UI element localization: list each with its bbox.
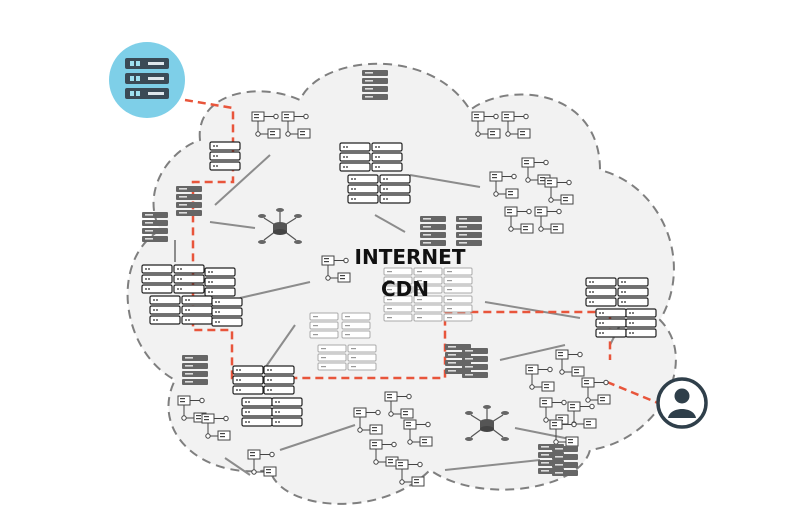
node-stack-center-low — [445, 344, 488, 378]
network-links — [174, 154, 621, 476]
node-stack-bottom-right — [538, 444, 578, 476]
label-cdn: CDN — [381, 277, 429, 301]
user-icon — [668, 388, 696, 418]
origin-server-icon — [125, 58, 169, 99]
origin-server[interactable] — [109, 42, 185, 118]
user-route — [606, 380, 659, 405]
end-user[interactable] — [656, 377, 708, 429]
label-internet: INTERNET — [355, 245, 466, 269]
node-rack-upper-left — [209, 141, 241, 171]
